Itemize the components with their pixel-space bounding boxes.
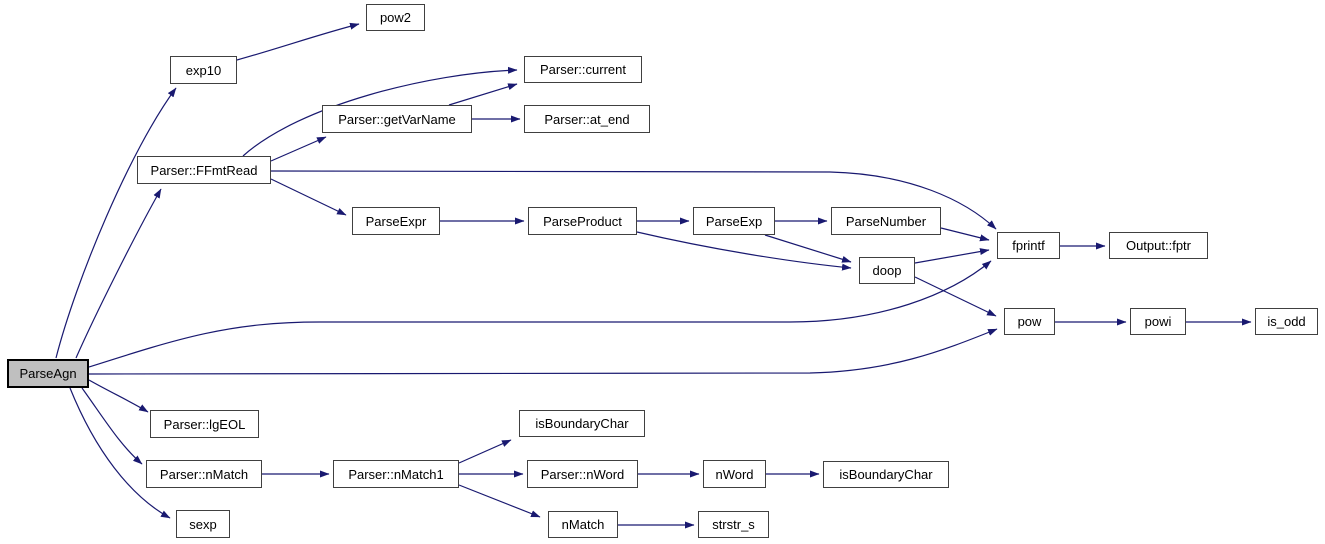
node-nmatch[interactable]: nMatch <box>548 511 618 538</box>
node-parsenumber[interactable]: ParseNumber <box>831 207 941 235</box>
node-pow[interactable]: pow <box>1004 308 1055 335</box>
node-parser-current[interactable]: Parser::current <box>524 56 642 83</box>
node-is-odd[interactable]: is_odd <box>1255 308 1318 335</box>
edge-ffmtread-current <box>242 66 518 157</box>
node-parseexpr[interactable]: ParseExpr <box>352 207 440 235</box>
node-isboundarychar-2[interactable]: isBoundaryChar <box>823 461 949 488</box>
edge-doop-pow <box>914 276 997 317</box>
node-parser-nmatch[interactable]: Parser::nMatch <box>146 460 262 488</box>
edge-exp10-pow2 <box>236 22 360 61</box>
node-strstr-s[interactable]: strstr_s <box>698 511 769 538</box>
node-parser-getvarname[interactable]: Parser::getVarName <box>322 105 472 133</box>
edge-parseagn-pow <box>88 328 998 375</box>
edge-nmatch1-nmatchsmall <box>458 484 541 518</box>
edge-ffmtread-parseexpr <box>270 178 347 216</box>
node-sexp[interactable]: sexp <box>176 510 230 538</box>
edge-parseagn-sexp <box>69 387 171 519</box>
edge-getvarname-current <box>448 83 518 106</box>
node-isboundarychar-1[interactable]: isBoundaryChar <box>519 410 645 437</box>
edge-parsenumber-fprintf <box>940 227 990 242</box>
edge-parseexp-doop <box>764 234 852 263</box>
edge-ffmtread-fprintf <box>270 170 997 230</box>
edge-parseagn-fprintf <box>88 260 992 368</box>
edge-parseagn-nmatch <box>81 387 143 465</box>
edge-parseproduct-doop <box>636 231 852 271</box>
node-parseexp[interactable]: ParseExp <box>693 207 775 235</box>
node-parseagn: ParseAgn <box>7 359 89 388</box>
edge-ffmtread-getvarname <box>270 136 327 162</box>
node-pow2[interactable]: pow2 <box>366 4 425 31</box>
node-exp10[interactable]: exp10 <box>170 56 237 84</box>
node-doop[interactable]: doop <box>859 257 915 284</box>
node-parser-lgeol[interactable]: Parser::lgEOL <box>150 410 259 438</box>
node-parser-at-end[interactable]: Parser::at_end <box>524 105 650 133</box>
node-parser-nword[interactable]: Parser::nWord <box>527 460 638 488</box>
node-powi[interactable]: powi <box>1130 308 1186 335</box>
edge-nmatch1-isboundarychar1 <box>458 439 512 464</box>
node-output-fptr[interactable]: Output::fptr <box>1109 232 1208 259</box>
node-parser-ffmtread[interactable]: Parser::FFmtRead <box>137 156 271 184</box>
edge-parseagn-ffmtread <box>75 188 162 359</box>
node-parseproduct[interactable]: ParseProduct <box>528 207 637 235</box>
edge-parseagn-exp10 <box>55 87 177 359</box>
node-fprintf[interactable]: fprintf <box>997 232 1060 259</box>
edge-parseagn-lgeol <box>88 379 149 413</box>
edge-doop-fprintf <box>914 248 990 264</box>
node-parser-nmatch1[interactable]: Parser::nMatch1 <box>333 460 459 488</box>
node-nword[interactable]: nWord <box>703 460 766 488</box>
